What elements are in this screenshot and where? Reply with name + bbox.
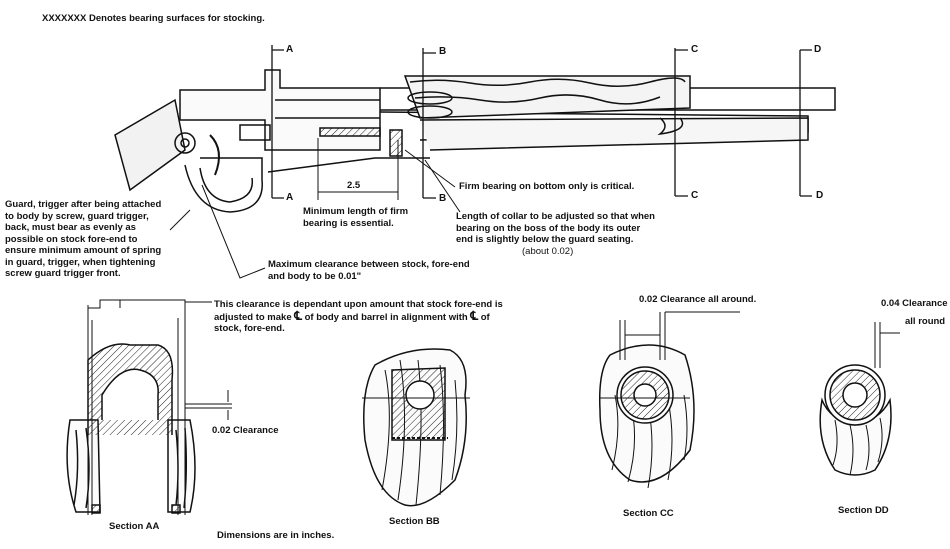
marker-d-top: D: [814, 44, 822, 55]
section-cc-label: Section CC: [623, 508, 674, 519]
marker-b-bottom: B: [439, 193, 447, 204]
trigger-guard: [184, 134, 430, 213]
section-aa-label: Section AA: [109, 521, 160, 532]
clearance-aa-label: 0.02 Clearance: [212, 425, 279, 436]
section-dd-drawing: [819, 322, 900, 476]
receiver-body: [179, 69, 403, 157]
section-bb-label: Section BB: [389, 516, 440, 527]
clearance-dd-label-1: 0.04 Clearance: [881, 298, 948, 309]
firm-bearing-note: Firm bearing on bottom only is critical.: [459, 181, 635, 192]
marker-b-top: B: [439, 46, 447, 57]
clearance-dd-label-2: all round: [905, 316, 946, 327]
alignment-note: This clearance is dependant upon amount …: [214, 299, 503, 334]
marker-a-bottom: A: [286, 192, 294, 203]
max-clearance-note: Maximum clearance between stock, fore-en…: [268, 259, 470, 282]
marker-c-bottom: C: [691, 190, 699, 201]
marker-c-top: C: [691, 44, 699, 55]
dimension-lines: [169, 138, 461, 279]
marker-d-bottom: D: [816, 190, 824, 201]
dimensions-note: Dimensions are in inches.: [217, 530, 335, 541]
clearance-cc-label: 0.02 Clearance all around.: [639, 294, 757, 305]
min-length-note: Minimum length of firm bearing is essent…: [303, 206, 409, 229]
section-dd-label: Section DD: [838, 505, 889, 516]
section-bb-drawing: [362, 348, 470, 507]
collar-note: Length of collar to be adjusted so that …: [456, 211, 655, 257]
section-lines: [271, 45, 812, 199]
legend-text: XXXXXXX Denotes bearing surfaces for sto…: [42, 13, 265, 24]
stock-fore-end: [403, 75, 809, 151]
butt-stock: [114, 98, 196, 192]
section-aa-drawing: [66, 299, 232, 515]
marker-a-top: A: [286, 44, 294, 55]
section-cc-drawing: [598, 311, 740, 489]
centerline-symbol-2: ℄: [470, 308, 479, 323]
guard-trigger-note: Guard, trigger after being attached to b…: [5, 199, 162, 279]
dimension-2-5: 2.5: [347, 180, 361, 191]
centerline-symbol-1: ℄: [294, 308, 302, 323]
